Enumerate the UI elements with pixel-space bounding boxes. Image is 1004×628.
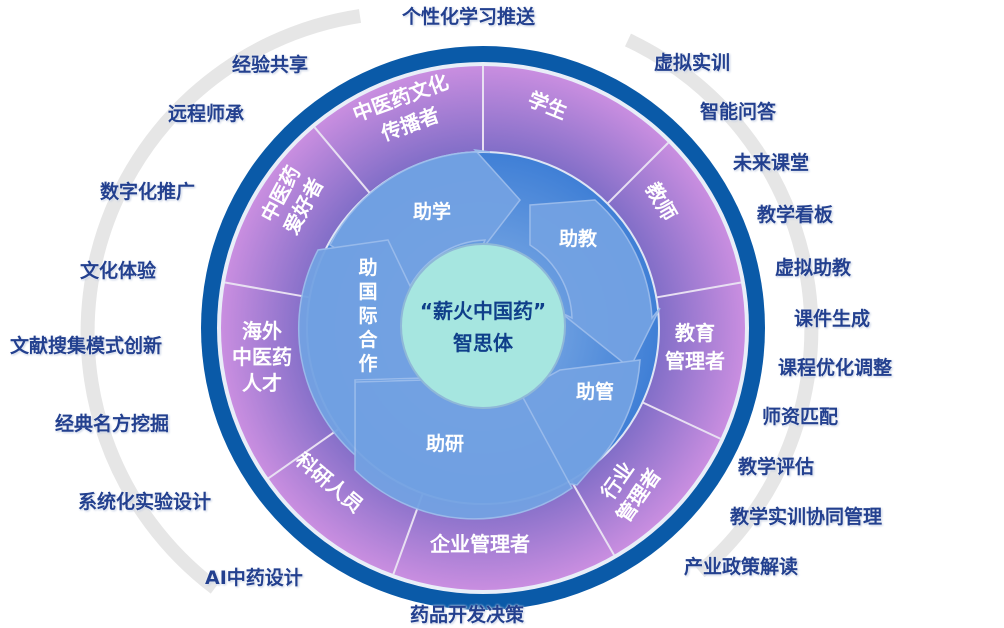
segment-divider <box>606 142 669 205</box>
center-title: “薪火中国药” <box>420 299 546 323</box>
outer-label-left: AI中药设计 <box>205 567 303 589</box>
outer-label-right: 虚拟实训 <box>654 52 731 74</box>
outer-label-right: 产业政策解读 <box>684 556 799 578</box>
outer-label-right: 课程优化调整 <box>778 357 893 379</box>
outer-label-top: 个性化学习推送 <box>402 6 536 28</box>
segment-divider <box>313 126 371 194</box>
outer-label-left: 远程师承 <box>168 103 245 125</box>
segment-divider <box>267 428 340 480</box>
center-circle <box>400 243 566 409</box>
segment-divider <box>570 479 615 556</box>
segment-overseas-1: 海外 <box>242 319 282 343</box>
center-subtitle: 智思体 <box>453 331 514 355</box>
right-gray-arc <box>625 33 819 578</box>
label-guoji-2: 国 <box>358 281 377 303</box>
segment-overseas-3: 人才 <box>242 371 282 395</box>
outer-label-left: 数字化推广 <box>100 181 196 203</box>
segment-divider <box>224 281 310 299</box>
outer-label-left: 系统化实验设计 <box>78 491 212 513</box>
outer-label-right: 师资匹配 <box>762 406 839 428</box>
label-zhujiao: 助教 <box>559 227 598 250</box>
outer-label-left: 文化体验 <box>80 260 157 282</box>
label-zhuguan: 助管 <box>576 380 614 403</box>
segment-divider <box>642 401 721 440</box>
arrow-jiao <box>529 199 661 370</box>
outer-label-right: 教学实训协同管理 <box>730 506 883 528</box>
label-guoji-5: 作 <box>358 352 377 375</box>
outer-label-left: 经验共享 <box>232 54 309 76</box>
outer-label-right: 智能问答 <box>700 101 777 123</box>
outer-label-right: 虚拟助教 <box>775 257 852 279</box>
outer-label-right: 教学看板 <box>757 204 834 226</box>
label-zhuyan: 助研 <box>426 432 464 455</box>
left-gray-arc <box>80 9 362 594</box>
label-zhuxue: 助学 <box>413 200 451 223</box>
label-guoji-3: 际 <box>358 305 377 327</box>
segment-dividers <box>224 66 742 575</box>
segment-enterprise-manager: 企业管理者 <box>429 532 530 556</box>
outer-label-left: 经典名方挖掘 <box>55 413 170 435</box>
segment-edu-manager-1: 教育 <box>675 321 715 345</box>
outer-label-left: 文献搜集模式创新 <box>10 335 163 357</box>
outer-label-bottom: 药品开发决策 <box>410 604 525 626</box>
label-guoji-4: 合 <box>358 328 378 351</box>
segment-divider <box>656 281 742 299</box>
segment-overseas-2: 中医药 <box>232 345 292 369</box>
segment-edu-manager-2: 管理者 <box>665 349 725 373</box>
outer-label-right: 教学评估 <box>738 456 815 478</box>
outer-label-right: 未来课堂 <box>733 152 810 174</box>
label-guoji-1: 助 <box>358 256 377 279</box>
outer-label-right: 课件生成 <box>794 308 871 330</box>
